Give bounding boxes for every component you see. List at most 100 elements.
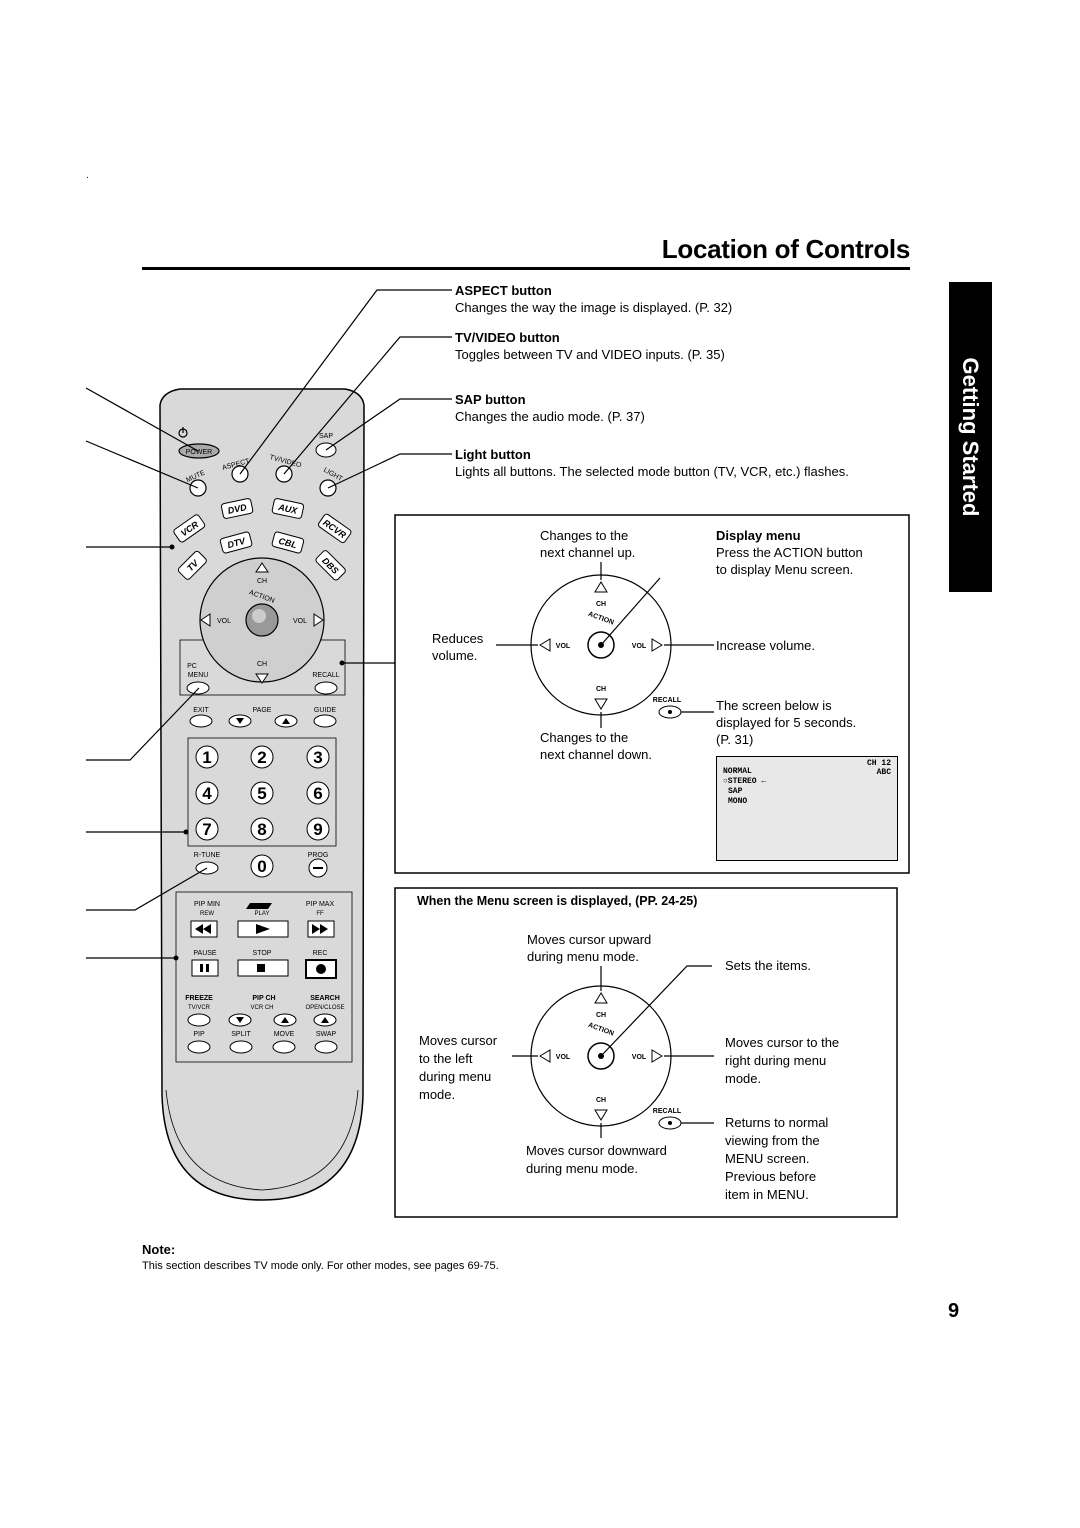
svg-text:5: 5 (257, 784, 266, 803)
svg-text:CH: CH (596, 601, 606, 608)
svg-text:VOL: VOL (556, 1054, 571, 1061)
svg-text:0: 0 (257, 857, 266, 876)
osd-line-mono: MONO (728, 797, 748, 806)
svg-text:VOL: VOL (556, 643, 571, 650)
recall-text: Returns to normal viewing from the MENU … (725, 1115, 829, 1202)
svg-text:RECALL: RECALL (653, 1108, 682, 1115)
cursor-up-text: Moves cursor upward during menu mode. (527, 932, 652, 964)
sets-items-text: Sets the items. (725, 958, 811, 973)
tv-mode-box (394, 514, 910, 874)
svg-text:2: 2 (257, 748, 266, 767)
cursor-right-text: Moves cursor to the right during menu mo… (725, 1035, 840, 1086)
note-text: This section describes TV mode only. For… (142, 1260, 499, 1272)
svg-text:SPLIT: SPLIT (231, 1031, 251, 1038)
svg-text:PIP MAX: PIP MAX (306, 901, 335, 908)
mode-aux: AUX (276, 502, 299, 516)
svg-text:MENU: MENU (188, 672, 209, 679)
svg-text:MOVE: MOVE (274, 1031, 295, 1038)
svg-text:PIP: PIP (193, 1031, 205, 1038)
svg-text:VCR CH: VCR CH (250, 1005, 273, 1011)
svg-text:7: 7 (202, 820, 211, 839)
mode-cbl: CBL (278, 536, 298, 550)
osd-line-normal: NORMAL (723, 767, 752, 776)
svg-text:6: 6 (313, 784, 322, 803)
svg-text:CH: CH (596, 1097, 606, 1104)
svg-text:SEARCH: SEARCH (310, 995, 340, 1002)
mode-dvd: DVD (227, 502, 248, 516)
numeric-keypad: 1 2 3 4 5 6 7 8 9 0 (195, 745, 330, 878)
callout-light-name: Light button (455, 447, 531, 462)
osd-line-sap: SAP (728, 787, 743, 796)
svg-text:SWAP: SWAP (316, 1031, 337, 1038)
power-button (178, 443, 220, 459)
leader-lines (85, 289, 452, 959)
callout-sap: SAP button Changes the audio mode. (P. 3… (455, 391, 645, 425)
svg-text:FREEZE: FREEZE (185, 995, 213, 1002)
svg-text:OPEN/CLOSE: OPEN/CLOSE (305, 1005, 344, 1011)
section-tab: Getting Started (949, 282, 992, 592)
svg-text:PAGE: PAGE (253, 707, 272, 714)
svg-text:RECALL: RECALL (312, 672, 339, 679)
power-label: POWER (186, 449, 212, 456)
svg-text:4: 4 (202, 784, 212, 803)
mode-dtv: DTV (226, 536, 247, 551)
svg-text:PAUSE: PAUSE (193, 950, 217, 957)
callout-sap-desc: Changes the audio mode. (P. 37) (455, 409, 645, 424)
callout-tvvideo-desc: Toggles between TV and VIDEO inputs. (P.… (455, 347, 725, 362)
page-title: Location of Controls (661, 234, 911, 264)
ch-up-text: Changes to the next channel up. (540, 528, 636, 560)
svg-text:PROG: PROG (308, 852, 329, 859)
osd-line-stereo: ○STEREO ← (723, 777, 767, 786)
svg-text:CH: CH (596, 686, 606, 693)
sap-label: SAP (319, 433, 333, 440)
svg-text:GUIDE: GUIDE (314, 707, 337, 714)
menu-box-title: When the Menu screen is displayed, (PP. … (417, 894, 698, 908)
svg-text:3: 3 (313, 748, 322, 767)
page-number: 9 (948, 1300, 960, 1322)
title-rule (142, 267, 910, 270)
callout-tvvideo: TV/VIDEO button Toggles between TV and V… (455, 329, 725, 363)
svg-text:RECALL: RECALL (653, 697, 682, 704)
svg-text:FF: FF (316, 911, 324, 917)
svg-text:9: 9 (313, 820, 322, 839)
callout-light: Light button Lights all buttons. The sel… (455, 446, 849, 480)
svg-text:TV/VCR: TV/VCR (188, 1005, 211, 1011)
cursor-left-text: Moves cursor to the left during menu mod… (419, 1033, 498, 1102)
note-heading: Note: (142, 1242, 176, 1257)
callout-aspect-desc: Changes the way the image is displayed. … (455, 300, 733, 315)
svg-text:PLAY: PLAY (255, 911, 270, 917)
svg-text:PIP CH: PIP CH (252, 995, 275, 1002)
menu-mode-box (394, 887, 898, 1218)
svg-text:CH: CH (257, 661, 267, 668)
osd-ch: CH 12 (866, 759, 891, 768)
svg-text:CH: CH (596, 1012, 606, 1019)
callout-aspect-name: ASPECT button (455, 283, 552, 298)
svg-text:VOL: VOL (632, 1054, 647, 1061)
reduces-volume-text: Reduces volume. (432, 631, 484, 663)
svg-text:VOL: VOL (293, 618, 307, 625)
callout-light-desc: Lights all buttons. The selected mode bu… (455, 464, 849, 479)
svg-text:VOL: VOL (217, 618, 231, 625)
osd-screen: CH 12 ABC NORMAL ○STEREO ← SAP MONO (716, 756, 898, 861)
svg-text:REC: REC (313, 950, 328, 957)
svg-text:8: 8 (257, 820, 266, 839)
screen-note-text: The screen below is displayed for 5 seco… (716, 698, 857, 747)
increase-volume-text: Increase volume. (716, 638, 815, 653)
svg-text:R-TUNE: R-TUNE (194, 852, 221, 859)
svg-text:PIP MIN: PIP MIN (194, 901, 220, 908)
svg-text:1: 1 (202, 748, 211, 767)
callout-sap-name: SAP button (455, 392, 526, 407)
svg-text:REW: REW (200, 911, 214, 917)
display-menu-text: Display menu Press the ACTION button to … (716, 528, 863, 577)
svg-text:CH: CH (257, 578, 267, 585)
cursor-down-text: Moves cursor downward during menu mode. (526, 1143, 667, 1176)
stray-dot: . (86, 170, 89, 181)
callout-tvvideo-name: TV/VIDEO button (455, 330, 560, 345)
svg-text:STOP: STOP (253, 950, 272, 957)
svg-text:EXIT: EXIT (193, 707, 209, 714)
callout-aspect: ASPECT button Changes the way the image … (455, 282, 732, 316)
svg-text:VOL: VOL (632, 643, 647, 650)
mode-buttons: VCR DVD AUX RCVR TV DTV CBL DBS (173, 498, 352, 581)
svg-text:PC: PC (187, 663, 197, 670)
